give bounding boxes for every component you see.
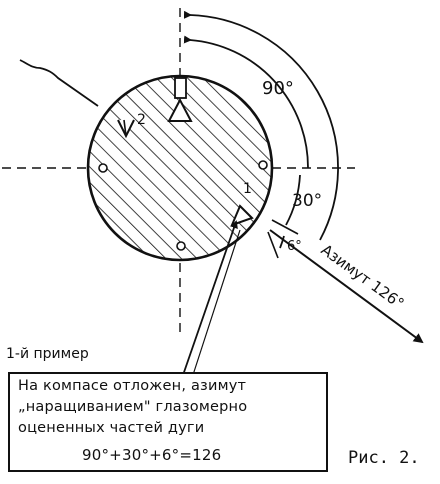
arc-azimuth [183,10,339,241]
figure-caption: Рис. 2. [348,448,420,468]
pointer-line-a [181,220,238,379]
caption-line-1: На компасе отложен, азимут [18,378,247,394]
label-90-degrees: 90° [262,78,294,99]
marker-second-icon [117,119,135,139]
caption-line-3: оцененных частей дуги [18,420,205,436]
pivot-dot-bottom [176,241,186,251]
pointer-line-b [191,229,241,379]
arc-6 [279,235,285,249]
arc-30 [285,174,301,226]
label-30-degrees: 30° [292,191,322,211]
wavy-line [19,59,99,107]
marker-first-label: 1 [243,181,252,197]
tick-6-end [267,231,279,259]
caption-box: На компасе отложен, азимут „наращиванием… [8,372,328,472]
azimuth-label: Азимут 126° [318,241,408,313]
marker-second-label: 2 [137,112,146,128]
tick-30-end [271,219,299,235]
caption-line-2: „наращиванием" глазомерно [18,399,248,415]
arc-90 [183,35,309,169]
azimuth-ray [269,229,424,344]
example-title: 1-й пример [6,346,89,362]
label-6-degrees: 6° [287,239,302,254]
caption-formula: 90°+30°+6°=126 [82,446,222,464]
north-sight-icon [167,77,193,122]
pivot-dot-right [258,160,268,170]
pivot-dot-left [98,163,108,173]
